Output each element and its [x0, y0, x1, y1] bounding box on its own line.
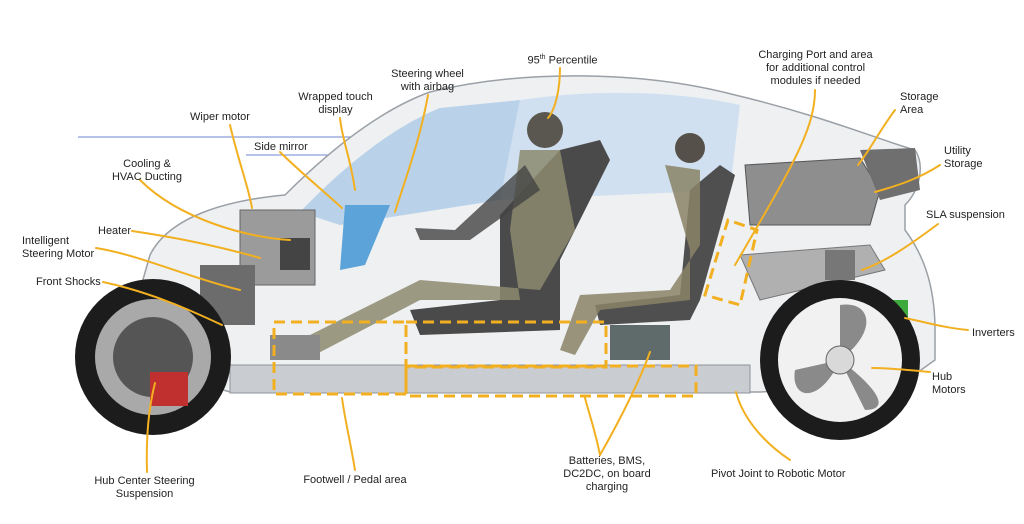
label-heater: Heater: [98, 225, 132, 237]
pedal-assembly: [270, 335, 320, 360]
rear-hub: [825, 345, 855, 375]
label-front-shocks: Front Shocks: [36, 276, 101, 288]
label-intelligent-steering: Intelligent Steering Motor: [22, 235, 95, 260]
steering-wheel: [340, 205, 390, 270]
driver-arm: [415, 165, 540, 240]
passenger-head: [675, 133, 705, 163]
label-footwell: Footwell / Pedal area: [303, 474, 407, 486]
charging-area-highlight-box: [703, 218, 759, 307]
label-storage-area: Storage Area: [900, 91, 939, 116]
driver-head: [527, 112, 563, 148]
battery-module: [610, 325, 670, 360]
label-hub-motors: Hub Motors: [932, 371, 966, 396]
label-steering-wheel: Steering wheel with airbag: [391, 68, 464, 93]
label-cooling-hvac: Cooling & HVAC Ducting: [111, 158, 183, 183]
label-charging-port: Charging Port and area for additional co…: [758, 49, 873, 87]
storage-area-box: [744, 157, 881, 226]
front-brake-caliper: [150, 372, 188, 406]
floor-pan: [229, 364, 751, 394]
label-side-mirror: Side mirror: [254, 141, 308, 153]
label-sla-suspension: SLA suspension: [926, 209, 1005, 221]
rear-hub-motor-spokes: [794, 304, 879, 410]
label-hub-center-steering: Hub Center Steering Suspension: [94, 475, 195, 500]
label-pivot-joint: Pivot Joint to Robotic Motor: [711, 468, 846, 480]
label-batteries: Batteries, BMS, DC2DC, on board charging: [563, 455, 651, 493]
label-inverters: Inverters: [972, 327, 1015, 339]
rear-hatch: [860, 148, 920, 200]
passenger-body: [560, 165, 700, 355]
label-95th-percentile: 95th Percentile: [527, 54, 598, 67]
battery-highlight-box-upper: [404, 320, 608, 369]
label-wrapped-display: Wrapped touch display: [298, 91, 373, 116]
label-wiper-motor: Wiper motor: [190, 111, 250, 123]
heater-unit: [280, 238, 310, 270]
label-utility-storage: Utility Storage: [944, 145, 983, 170]
sla-suspension-mount: [825, 250, 855, 280]
battery-highlight-box-lower: [404, 364, 698, 398]
